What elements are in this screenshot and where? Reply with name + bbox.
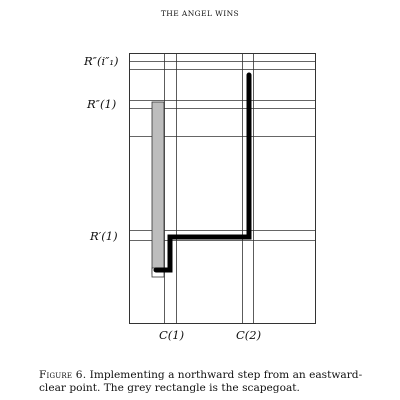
label-r-low: R′(1) (89, 229, 118, 243)
running-head: THE ANGEL WINS (160, 9, 240, 18)
vertical-grid-lines (164, 53, 254, 324)
caption-tag: Figure 6. (39, 369, 87, 381)
horizontal-grid-lines (129, 61, 316, 241)
scapegoat-rectangle (151, 101, 165, 275)
label-c2: C(2) (236, 328, 261, 342)
figure-caption: Figure 6. Implementing a northward step … (39, 369, 389, 395)
label-r-top: R″(i″₁) (83, 54, 119, 68)
caption-text: Implementing a northward step from an ea… (39, 369, 363, 395)
label-r-mid: R″(1) (86, 97, 116, 111)
angel-path (153, 72, 252, 273)
label-c1: C(1) (159, 328, 184, 342)
figure-frame (129, 53, 316, 324)
